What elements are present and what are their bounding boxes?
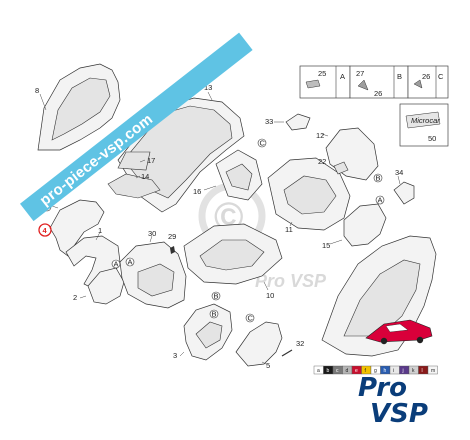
callout-29: 29 xyxy=(168,232,176,241)
callout-32: 32 xyxy=(296,339,304,348)
part-8-left-side-frame[interactable]: 8 xyxy=(35,63,121,151)
callout-12: 12 xyxy=(316,131,324,140)
variant-cc3: C xyxy=(248,314,254,323)
callout-50: 50 xyxy=(428,134,436,143)
swatch-l xyxy=(418,365,429,375)
swatch-m xyxy=(427,365,438,375)
legend-a: A xyxy=(340,72,345,81)
part-3-rear-wheel-arch[interactable]: B B 3 xyxy=(173,292,233,361)
variant-a2: A xyxy=(128,258,133,267)
brand-logo[interactable]: Pro VSP xyxy=(358,319,433,429)
swatch-label-g: g xyxy=(374,368,377,374)
swatch-label-a: a xyxy=(317,368,320,374)
callout-25: 25 xyxy=(318,69,326,78)
callout-14: 14 xyxy=(141,172,149,181)
highlight-ring xyxy=(38,223,52,237)
variant-b-cross: B xyxy=(376,174,381,183)
brand-pro: Pro xyxy=(358,373,407,403)
legend-c: C xyxy=(438,72,444,81)
callout-26a: 26 xyxy=(374,89,382,98)
swatch-label-k: k xyxy=(412,368,415,374)
swatch-label-j: j xyxy=(402,368,404,374)
callout-13: 13 xyxy=(204,83,212,92)
part-32-screw[interactable]: 32 xyxy=(281,339,304,357)
part-17-windshield-frame[interactable]: 17 xyxy=(117,151,155,171)
legend-b: B xyxy=(397,72,402,81)
brand-vsp: VSP xyxy=(370,399,428,429)
fastener-legend: 25 A 27 26 B 26 C Microcar 50 xyxy=(299,65,449,147)
part-10-floor-pan[interactable]: 10 xyxy=(183,223,283,300)
swatch-label-e: e xyxy=(355,368,358,374)
variant-b2: B xyxy=(212,310,217,319)
part-16-rear-inner-pillar[interactable]: C 16 xyxy=(193,139,267,201)
emblem-text: Microcar xyxy=(411,116,440,125)
callout-2: 2 xyxy=(73,293,77,302)
callout-30: 30 xyxy=(148,229,156,238)
swatch-label-f: f xyxy=(365,368,367,374)
callout-27: 27 xyxy=(356,69,364,78)
callout-17: 17 xyxy=(147,156,155,165)
swatch-label-l: l xyxy=(422,368,423,374)
callout-34: 34 xyxy=(395,168,403,177)
part-22-bracket[interactable]: 22 xyxy=(318,157,349,175)
swatch-label-i: i xyxy=(393,368,394,374)
callout-22: 22 xyxy=(318,157,326,166)
part-33-lamp-housing[interactable]: 33 xyxy=(265,113,311,131)
swatch-label-d: d xyxy=(346,368,349,374)
part-14-cowl-panel[interactable]: 14 xyxy=(107,172,161,199)
callout-3: 3 xyxy=(173,351,177,360)
variant-a3: A xyxy=(378,196,383,205)
swatch-label-b: b xyxy=(327,368,330,374)
callout-1: 1 xyxy=(98,226,102,235)
part-34-cap[interactable]: 34 xyxy=(393,168,415,205)
callout-16: 16 xyxy=(193,187,201,196)
callout-10: 10 xyxy=(266,291,274,300)
part-2-front-inner-panel[interactable]: 2 xyxy=(73,267,125,305)
part-30-firewall[interactable]: 30 A xyxy=(119,229,187,309)
variant-b1: B xyxy=(214,292,219,301)
callout-15: 15 xyxy=(322,241,330,250)
callout-26b: 26 xyxy=(422,72,430,81)
callout-33: 33 xyxy=(265,117,273,126)
part-29-clip[interactable]: 29 xyxy=(168,232,176,254)
callout-11: 11 xyxy=(285,225,293,234)
variant-cc2: C xyxy=(260,139,266,148)
watermark-text: Pro VSP xyxy=(255,271,327,291)
callout-4: 4 xyxy=(43,226,48,235)
callout-8: 8 xyxy=(35,86,39,95)
swatch-label-h: h xyxy=(384,368,387,374)
swatch-label-m: m xyxy=(431,368,435,374)
callout-5: 5 xyxy=(266,361,270,370)
part-15-rear-inner-arch[interactable]: A 15 xyxy=(322,196,387,251)
part-11-rear-tub[interactable]: 11 xyxy=(267,157,351,234)
swatch-label-c: c xyxy=(336,368,339,374)
part-5-right-front-fender[interactable]: C 5 xyxy=(235,314,283,371)
variant-a1: A xyxy=(114,260,119,269)
